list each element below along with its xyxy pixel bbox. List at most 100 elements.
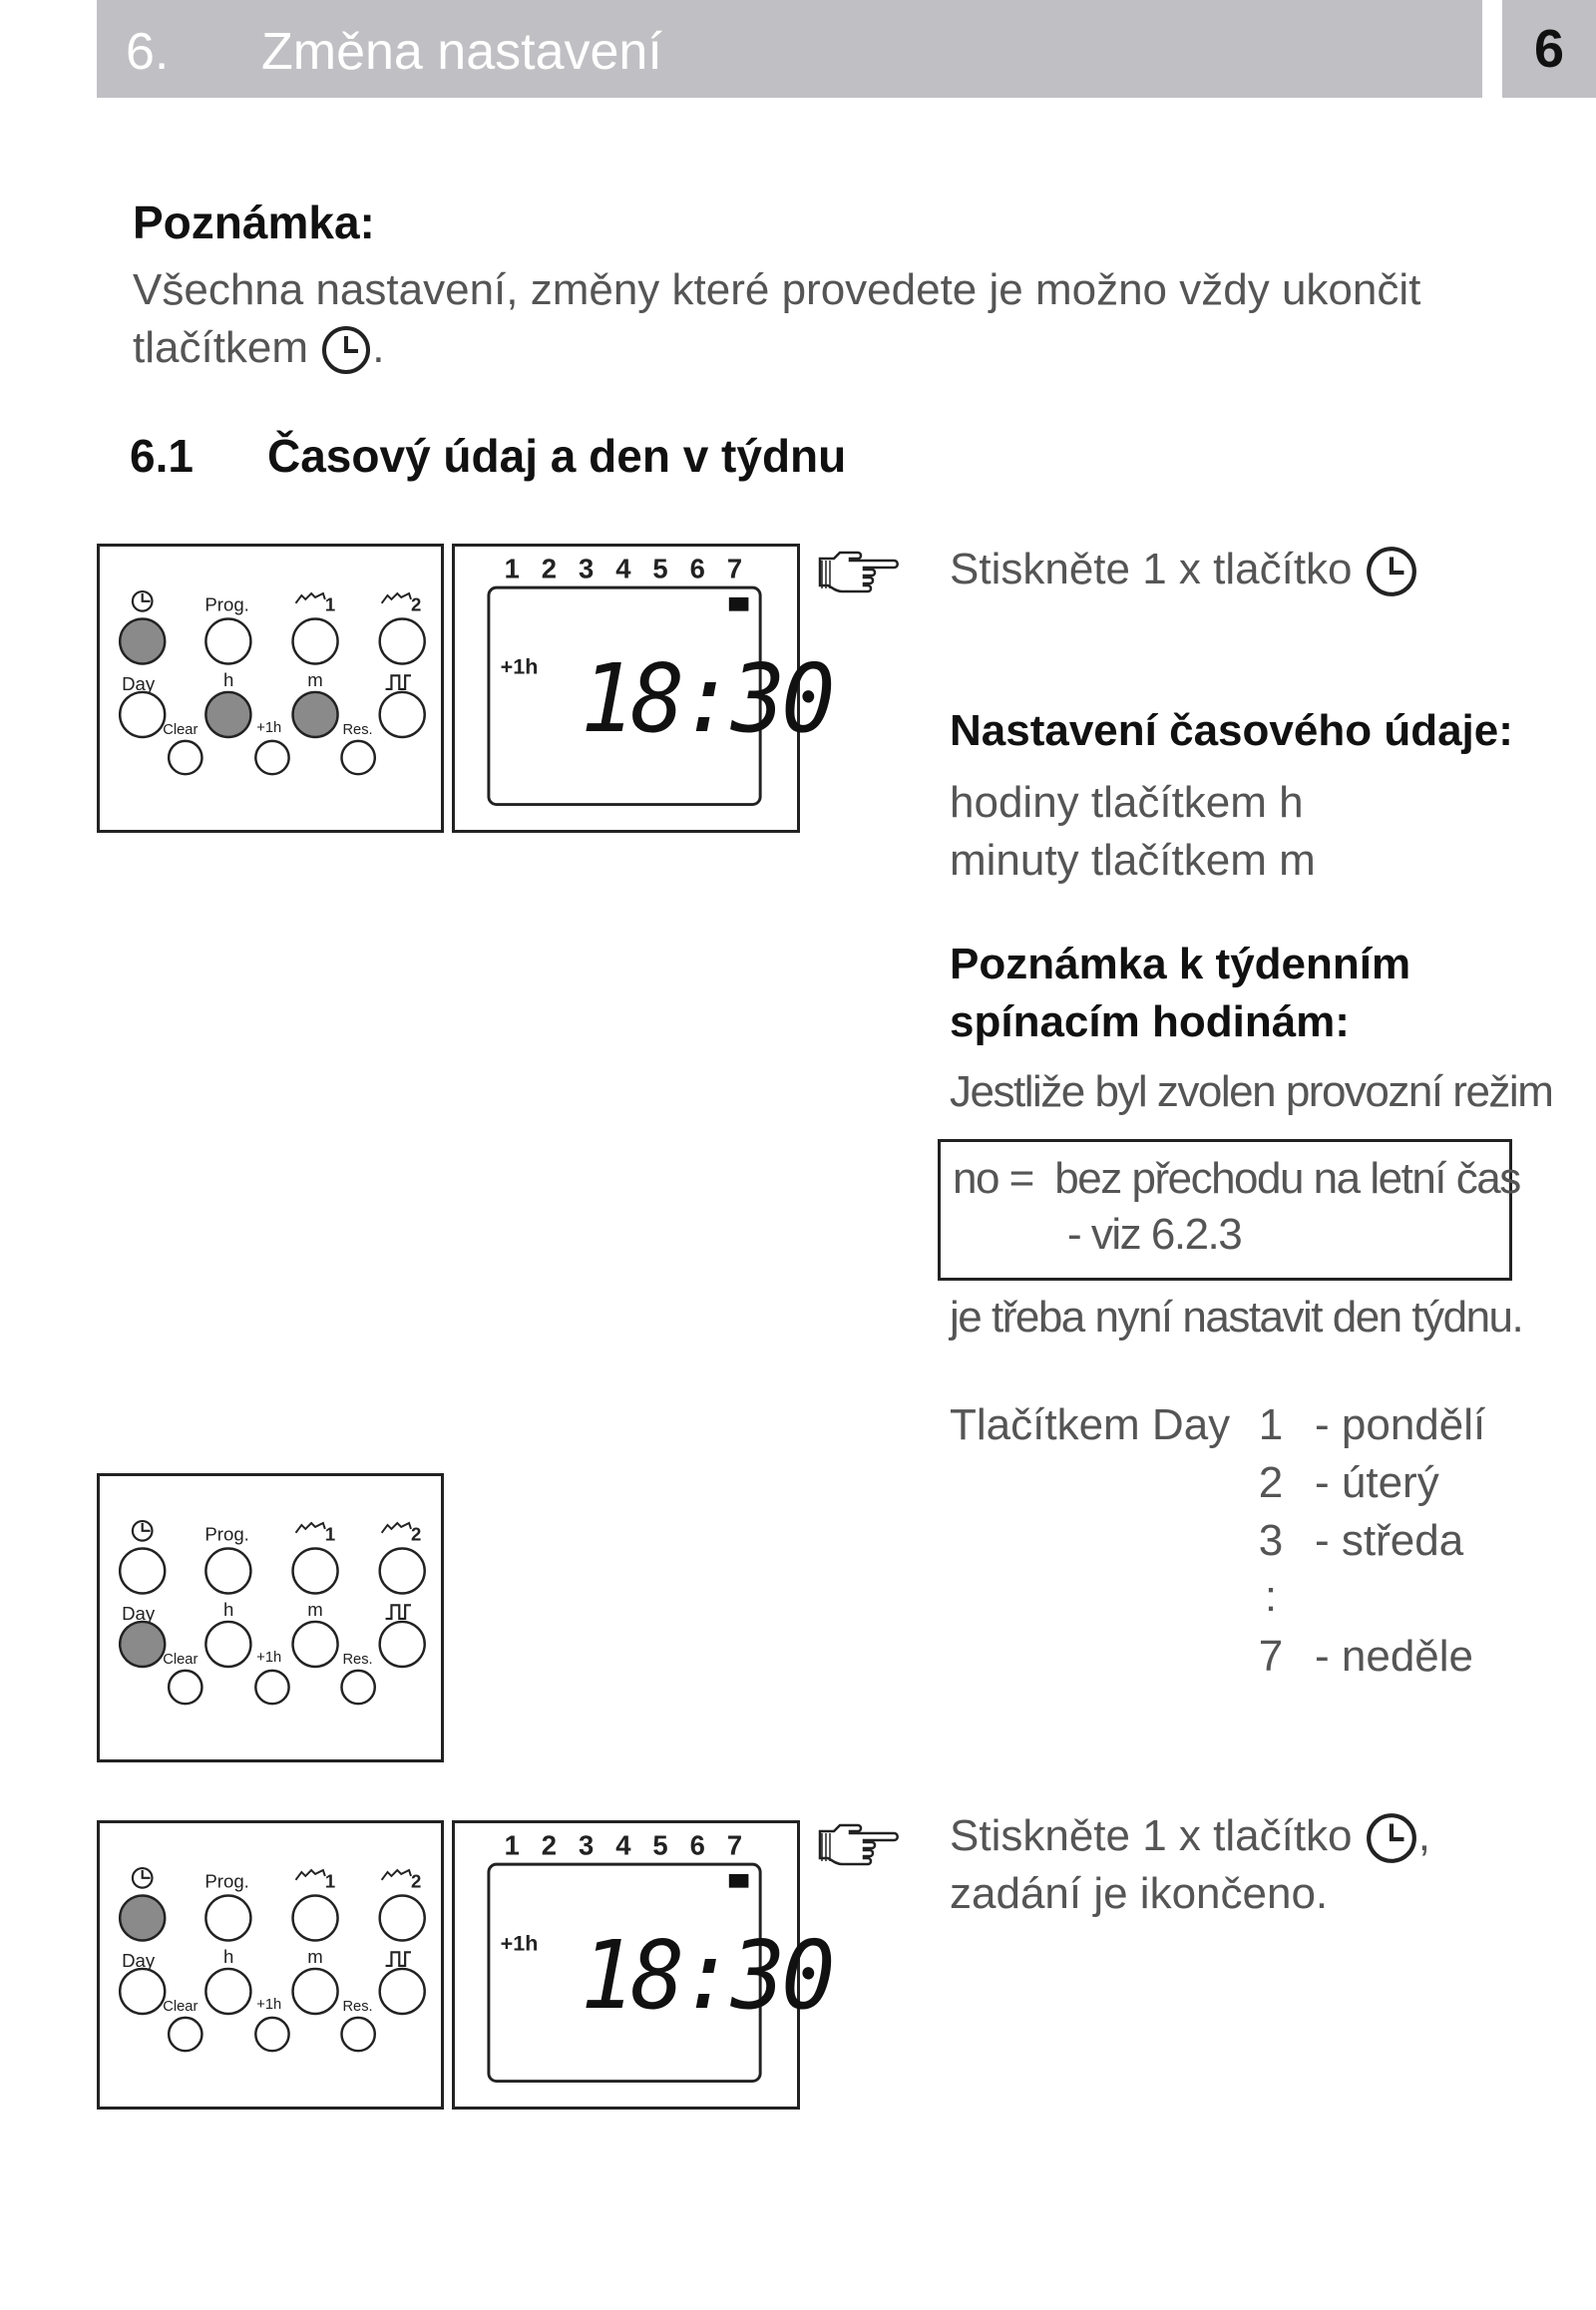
- channel1-button[interactable]: [291, 1547, 339, 1595]
- weekday-number: 2: [542, 553, 557, 583]
- clear-label: Clear: [163, 1999, 198, 2015]
- clock-icon: [322, 326, 371, 375]
- clock-icon: [1366, 1813, 1416, 1864]
- weekday-number: 7: [727, 1829, 742, 1860]
- plus1h-button[interactable]: [254, 739, 290, 776]
- weekday-number: 7: [727, 553, 742, 583]
- chapter-title: Změna nastavení: [261, 23, 662, 81]
- m-label: m: [307, 669, 323, 690]
- step2-line2: zadání je ikončeno.: [950, 1869, 1329, 1918]
- day-button[interactable]: [118, 1967, 167, 2016]
- day-list-prefix: Tlačítkem Day: [950, 1400, 1231, 1449]
- step1-text: Stiskněte 1 x tlačítko: [950, 545, 1353, 593]
- plus1h-label: +1h: [256, 1650, 281, 1666]
- weekday-number: 3: [579, 1829, 594, 1860]
- plus1h-label: +1h: [256, 720, 281, 736]
- prog-label: Prog.: [204, 1871, 248, 1892]
- channel2-button[interactable]: [378, 1894, 426, 1942]
- h-button[interactable]: [204, 690, 252, 739]
- pulse-button[interactable]: [378, 1967, 426, 2016]
- page-tab: 6: [1502, 0, 1596, 98]
- lcd-time: 18:30: [581, 643, 832, 754]
- step1-text-wrap: Stiskněte 1 x tlačítko: [950, 545, 1418, 598]
- prog-label: Prog.: [204, 594, 248, 615]
- channel1-button[interactable]: [291, 1894, 339, 1942]
- clear-button[interactable]: [167, 739, 203, 776]
- res-label: Res.: [342, 1999, 372, 2015]
- clock-icon: [131, 1866, 154, 1889]
- day-name-7: - neděle: [1315, 1632, 1474, 1681]
- channel1-label: 1: [325, 1871, 335, 1892]
- channel2-icon: [380, 1521, 412, 1534]
- prog-button[interactable]: [204, 1894, 252, 1942]
- setting-line2: minuty tlačítkem m: [950, 836, 1316, 885]
- m-button[interactable]: [291, 690, 339, 739]
- weekday-number: 5: [652, 553, 667, 583]
- clock-button[interactable]: [118, 1547, 167, 1595]
- m-button[interactable]: [291, 1967, 339, 2016]
- weekly-note-title-2: spínacím hodinám:: [950, 997, 1350, 1046]
- day-indicator: [728, 1873, 749, 1888]
- m-button[interactable]: [291, 1620, 339, 1669]
- header-bar: [97, 0, 1482, 98]
- pulse-button[interactable]: [378, 690, 426, 739]
- channel1-icon: [294, 1521, 326, 1534]
- note-title: Poznámka:: [133, 196, 375, 248]
- clock-button[interactable]: [118, 617, 167, 665]
- day-label: Day: [122, 1950, 156, 1971]
- res-button[interactable]: [340, 2016, 377, 2053]
- day-label: Day: [122, 1603, 156, 1624]
- weekday-number: 1: [505, 1829, 520, 1860]
- day-number-3: 3: [1258, 1516, 1284, 1565]
- day-name-2: - úterý: [1315, 1458, 1439, 1507]
- lcd-screen: [487, 1862, 762, 2084]
- weekday-number: 1: [505, 553, 520, 583]
- channel2-label: 2: [411, 594, 421, 615]
- res-button[interactable]: [340, 1669, 377, 1706]
- weekday-number: 5: [652, 1829, 667, 1860]
- mode-note-line1: no = bez přechodu na letní čas: [953, 1154, 1521, 1203]
- clock-button[interactable]: [118, 1894, 167, 1942]
- pointing-hand-icon: [818, 551, 899, 593]
- channel1-button[interactable]: [291, 617, 339, 665]
- plus1h-button[interactable]: [254, 1669, 290, 1706]
- clear-button[interactable]: [167, 1669, 203, 1706]
- step2-line1-end: ,: [1417, 1811, 1430, 1860]
- mode-note-box: no = bez přechodu na letní čas - viz 6.2…: [938, 1139, 1521, 1281]
- day-ellipsis: :: [1264, 1572, 1278, 1621]
- prog-label: Prog.: [204, 1524, 248, 1545]
- weekday-number: 3: [579, 553, 594, 583]
- step2-line1: Stiskněte 1 x tlačítko: [950, 1811, 1353, 1860]
- channel2-button[interactable]: [378, 1547, 426, 1595]
- pulse-button[interactable]: [378, 1620, 426, 1669]
- channel2-button[interactable]: [378, 617, 426, 665]
- day-name-1: - pondělí: [1315, 1400, 1486, 1449]
- day-button[interactable]: [118, 690, 167, 739]
- channel1-label: 1: [325, 1524, 335, 1545]
- m-label: m: [307, 1946, 323, 1967]
- h-button[interactable]: [204, 1620, 252, 1669]
- clear-button[interactable]: [167, 2016, 203, 2053]
- section-number: 6.1: [130, 430, 194, 482]
- pulse-icon: [385, 1604, 412, 1621]
- weekday-number: 6: [690, 1829, 705, 1860]
- weekly-note-title-1: Poznámka k týdenním: [950, 940, 1411, 988]
- plus1h-button[interactable]: [254, 2016, 290, 2053]
- h-button[interactable]: [204, 1967, 252, 2016]
- prog-button[interactable]: [204, 617, 252, 665]
- day-label: Day: [122, 673, 156, 694]
- day-number-7: 7: [1258, 1632, 1284, 1681]
- page-tab-number: 6: [1533, 19, 1565, 79]
- plus1h-label: +1h: [256, 1997, 281, 2013]
- day-button[interactable]: [118, 1620, 167, 1669]
- clear-label: Clear: [163, 1652, 198, 1668]
- prog-button[interactable]: [204, 1547, 252, 1595]
- res-button[interactable]: [340, 739, 377, 776]
- note-text-line1: Všechna nastavení, změny které provedete…: [133, 265, 1421, 314]
- weekly-note-text: Jestliže byl zvolen provozní režim: [950, 1067, 1554, 1116]
- day-number-1: 1: [1258, 1400, 1284, 1449]
- note-text-line2: tlačítkem: [133, 323, 309, 372]
